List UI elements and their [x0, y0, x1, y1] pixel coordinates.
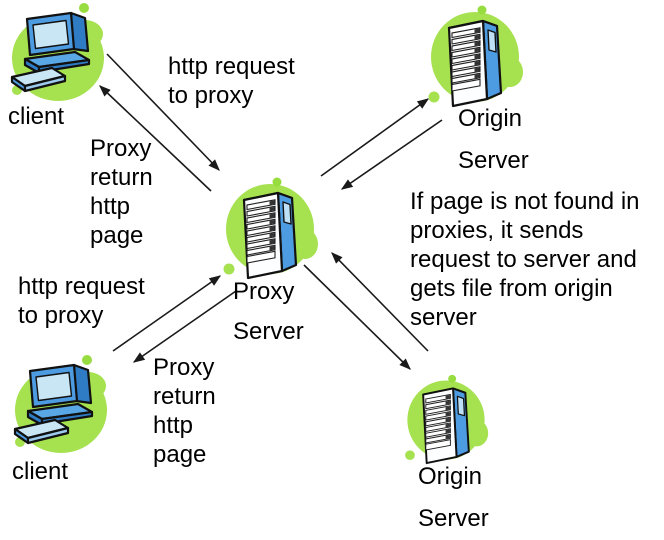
- arrow-client-bottom-to-proxy: [112, 275, 222, 352]
- client-top-label: client: [8, 103, 65, 130]
- annotation-proxy-return-top: Proxy return http page: [90, 135, 153, 249]
- client-computer-icon: [8, 354, 113, 459]
- proxy-server-tower-icon: [220, 172, 320, 287]
- arrow-proxy-to-client-bottom: [132, 290, 237, 363]
- annotation-http-request-bottom: http request to proxy: [18, 273, 145, 329]
- proxy-server-label: Proxy Server: [233, 278, 304, 345]
- arrow-proxy-to-origin-top: [320, 98, 430, 177]
- arrow-proxy-to-origin-bottom: [303, 264, 411, 370]
- arrow-origin-bottom-to-proxy: [331, 252, 429, 352]
- origin-server-top-label: Origin Server: [458, 105, 529, 174]
- client-computer-icon: [5, 2, 110, 107]
- origin-server-bottom-label: Origin Server: [418, 463, 489, 532]
- arrow-proxy-to-client-top: [99, 85, 212, 192]
- annotation-http-request-top: http request to proxy: [168, 53, 295, 109]
- client-bottom-label: client: [12, 458, 69, 485]
- arrow-origin-top-to-proxy: [340, 119, 443, 190]
- annotation-origin-note: If page is not found in proxies, it send…: [410, 188, 640, 331]
- arrow-client-top-to-proxy: [106, 53, 220, 171]
- annotation-proxy-return-bottom: Proxy return http page: [153, 354, 216, 468]
